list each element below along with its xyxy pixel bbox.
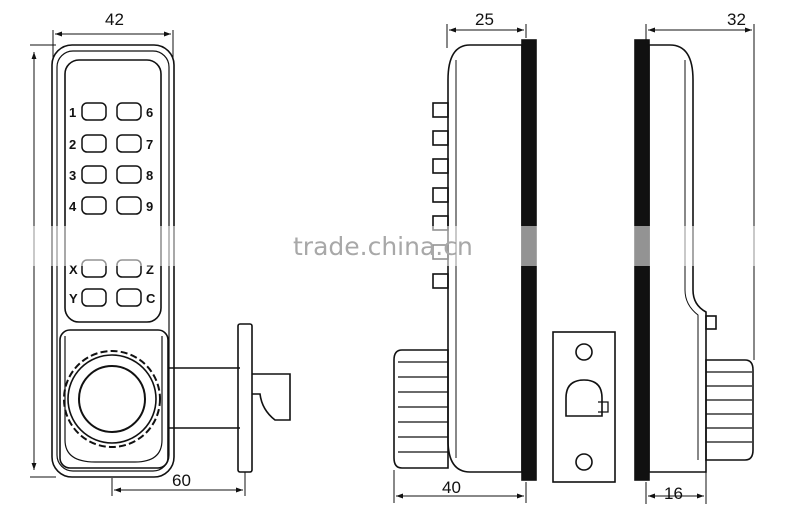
dim-side-depth: 40 bbox=[442, 478, 461, 497]
key-label: Y bbox=[69, 291, 78, 306]
strike-screw-hole-bottom bbox=[575, 453, 593, 471]
side-button-stub bbox=[432, 102, 449, 118]
key-3 bbox=[81, 165, 107, 184]
key-2 bbox=[81, 134, 107, 153]
key-1 bbox=[81, 102, 107, 121]
rear-knob bbox=[705, 359, 754, 461]
keypad-labels: 1 2 3 4 X Y 6 7 8 9 Z C bbox=[69, 105, 156, 306]
side-button-stub bbox=[432, 273, 449, 289]
rear-body bbox=[648, 44, 707, 473]
key-8 bbox=[116, 165, 142, 184]
rear-tab bbox=[705, 315, 717, 330]
key-label: 1 bbox=[69, 105, 76, 120]
dim-side-width: 25 bbox=[475, 10, 494, 29]
watermark-text: trade.china.cn bbox=[293, 232, 473, 261]
dim-rear-width: 32 bbox=[727, 10, 746, 29]
keypad-keys bbox=[81, 102, 142, 307]
key-label: 3 bbox=[69, 168, 76, 183]
latch-bar bbox=[168, 367, 240, 429]
key-4 bbox=[81, 196, 107, 215]
dim-latch-length: 60 bbox=[172, 471, 191, 490]
knob-center bbox=[78, 365, 146, 433]
key-label: Z bbox=[146, 262, 154, 277]
side-button-stub bbox=[432, 158, 449, 174]
strike-plate-outline bbox=[552, 331, 616, 483]
side-button-stub bbox=[432, 187, 449, 203]
key-label: 6 bbox=[146, 105, 153, 120]
key-7 bbox=[116, 134, 142, 153]
key-c bbox=[116, 288, 142, 307]
latch-bolt bbox=[252, 373, 291, 421]
key-6 bbox=[116, 102, 142, 121]
strike-plate bbox=[552, 331, 616, 483]
key-label: X bbox=[69, 262, 78, 277]
knob-gear-outline bbox=[63, 350, 161, 448]
key-label: 4 bbox=[69, 199, 77, 214]
watermark: trade.china.cn bbox=[20, 226, 800, 266]
key-label: 8 bbox=[146, 168, 153, 183]
latch-plate bbox=[237, 323, 253, 473]
key-label: 2 bbox=[69, 137, 76, 152]
strike-screw-hole-top bbox=[575, 343, 593, 361]
side-button-stub bbox=[432, 130, 449, 146]
key-label: 7 bbox=[146, 137, 153, 152]
key-label: C bbox=[146, 291, 156, 306]
key-y bbox=[81, 288, 107, 307]
keypad-panel bbox=[64, 59, 162, 323]
dim-front-width: 42 bbox=[105, 10, 124, 29]
side-knob bbox=[393, 349, 449, 469]
strike-latch-opening bbox=[565, 379, 603, 417]
dim-rear-depth: 16 bbox=[664, 484, 683, 503]
key-label: 9 bbox=[146, 199, 153, 214]
front-view bbox=[30, 30, 291, 496]
knob-housing bbox=[59, 329, 169, 469]
key-9 bbox=[116, 196, 142, 215]
